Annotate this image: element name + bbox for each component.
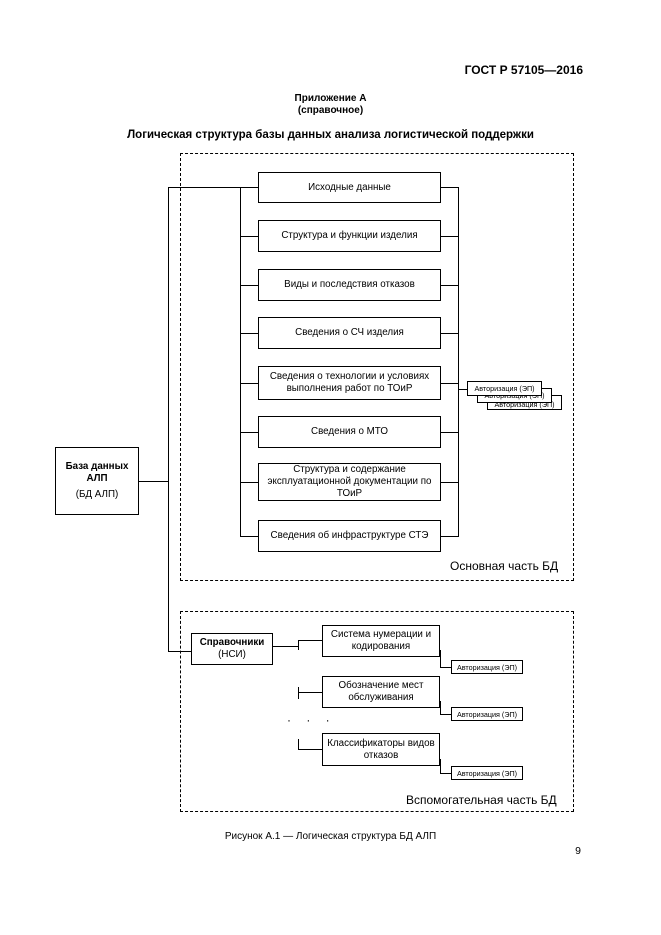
appendix-subtitle: (справочное) [297,105,364,116]
page-number: 9 [575,845,581,857]
aux-stub-2 [298,692,322,693]
reference-box: Справочники (НСИ) [191,633,273,665]
stub-left-5 [240,383,258,384]
aux-bus-lower [298,739,299,749]
aux-auth-box: Авторизация (ЭП) [451,766,523,780]
stub-right-7 [441,482,458,483]
main-left-bus [240,187,241,537]
main-right-bus [458,187,459,537]
stub-right-3 [441,285,458,286]
standard-number: ГОСТ Р 57105—2016 [464,63,583,77]
aux-item-box: Система нумерации и кодирования [322,625,440,657]
stub-left-4 [240,333,258,334]
reference-line1: Справочники [199,637,265,648]
main-item-box: Виды и последствия отказов [258,269,441,301]
stub-right-8 [441,536,458,537]
root-trunk-line [168,187,169,651]
ellipsis: · · · [287,713,336,727]
aux-item-box: Обозначение мест обслуживания [322,676,440,708]
aux-bus-upper [298,640,299,650]
main-item-box: Структура и содержание эксплуатационной … [258,463,441,501]
stub-right-5 [441,383,458,384]
root-connector [139,481,168,482]
aux-auth-line-2 [440,701,441,714]
appendix-title: Приложение А [294,93,367,104]
aux-part-label: Вспомогательная часть БД [406,793,557,807]
auth-connector [458,389,467,390]
aux-auth-line-3 [440,759,441,773]
aux-bus-middle [298,687,299,699]
figure-caption: Рисунок А.1 — Логическая структура БД АЛ… [224,831,437,842]
stub-left-6 [240,432,258,433]
aux-item-box: Классификаторы видов отказов [322,733,440,766]
main-part-label: Основная часть БД [450,559,559,573]
stub-right-6 [441,432,458,433]
aux-stub-3 [298,749,322,750]
aux-auth-stub-2 [440,714,451,715]
aux-auth-box: Авторизация (ЭП) [451,660,523,674]
auth-box-stack-front: Авторизация (ЭП) [467,381,542,396]
stub-left-2 [240,236,258,237]
aux-connector [273,646,298,647]
stub-left-7 [240,482,258,483]
main-branch-line [168,187,240,188]
figure-title: Логическая структура базы данных анализа… [127,129,534,141]
aux-auth-box: Авторизация (ЭП) [451,707,523,721]
aux-part-region [180,611,574,812]
stub-left-3 [240,285,258,286]
stub-right-1 [441,187,458,188]
stub-left-1 [240,187,258,188]
main-item-box: Сведения о СЧ изделия [258,317,441,349]
main-item-box: Структура и функции изделия [258,220,441,252]
aux-auth-line-1 [440,650,441,667]
root-database-box: База данных АЛП (БД АЛП) [55,447,139,515]
aux-branch-line [168,651,191,652]
root-line3: (БД АЛП) [75,489,119,500]
aux-auth-stub-1 [440,667,451,668]
root-line2: АЛП [86,473,108,484]
stub-right-4 [441,333,458,334]
main-item-box: Исходные данные [258,172,441,203]
main-item-box: Сведения о МТО [258,416,441,448]
aux-stub-1 [298,640,322,641]
reference-line2: (НСИ) [218,649,246,660]
main-part-region [180,153,574,581]
stub-right-2 [441,236,458,237]
stub-left-8 [240,536,258,537]
main-item-box: Сведения о технологии и условиях выполне… [258,366,441,400]
aux-auth-stub-3 [440,773,451,774]
root-line1: База данных [65,461,129,472]
main-item-box: Сведения об инфраструктуре СТЭ [258,520,441,552]
